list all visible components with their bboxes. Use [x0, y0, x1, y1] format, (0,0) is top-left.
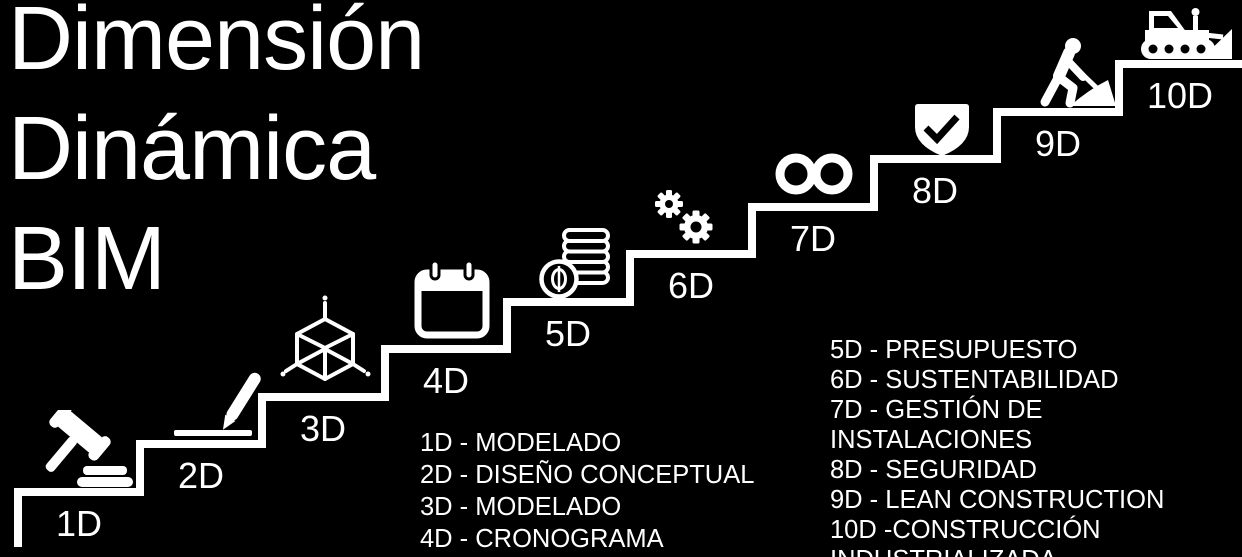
step-label-7d: 7D [789, 218, 837, 259]
legend-item-2d: 2D - DISEÑO CONCEPTUAL [420, 461, 755, 489]
legend-right-column: 5D - PRESUPUESTO 6D - SUSTENTABILIDAD 7D… [830, 335, 1242, 557]
step-label-9d: 9D [1034, 123, 1082, 164]
title-line-2: Dinámica [8, 99, 376, 199]
pencil-icon [174, 372, 261, 436]
gears-icon [655, 190, 713, 244]
page-title: Dimensión Dinámica BIM [8, 0, 425, 314]
step-icon-3 [278, 293, 373, 393]
construction-worker-icon [1040, 38, 1116, 108]
legend-item-8d: 8D - SEGURIDAD [830, 456, 1037, 484]
gavel-icon [45, 410, 133, 487]
step-icon-8 [910, 101, 974, 159]
step-label-10d: 10D [1146, 75, 1214, 116]
legend-item-10d: 10D -CONSTRUCCIÓN INDUSTRIALIZADA [830, 516, 1101, 557]
legend-left-column: 1D - MODELADO 2D - DISEÑO CONCEPTUAL 3D … [420, 427, 810, 555]
legend-item-5d: 5D - PRESUPUESTO [830, 336, 1078, 364]
step-label-8d: 8D [911, 170, 959, 211]
step-icon-1 [25, 410, 140, 488]
step-label-6d: 6D [667, 265, 715, 306]
step-label-2d: 2D [177, 455, 225, 496]
bulldozer-icon [1141, 8, 1232, 59]
legend-item-6d: 6D - SUSTENTABILIDAD [830, 366, 1119, 394]
legend-item-3d: 3D - MODELADO [420, 493, 622, 521]
step-icon-5 [538, 226, 618, 300]
step-icon-2 [172, 352, 272, 440]
step-icon-10 [1135, 3, 1235, 63]
legend-item-7d: 7D - GESTIÓN DE INSTALACIONES [830, 396, 1043, 454]
calendar-icon [414, 259, 490, 339]
step-icon-7 [770, 146, 866, 202]
step-label-1d: 1D [55, 503, 103, 544]
step-label-3d: 3D [299, 408, 347, 449]
step-icon-4 [412, 257, 492, 343]
legend-item-1d: 1D - MODELADO [420, 429, 622, 457]
step-icon-9 [1020, 36, 1118, 110]
coins-icon [539, 228, 610, 299]
legend-item-4d: 4D - CRONOGRAMA [420, 525, 664, 553]
legend-item-9d: 9D - LEAN CONSTRUCTION [830, 486, 1165, 514]
title-line-3: BIM [8, 209, 166, 309]
infinity-icon [775, 153, 853, 195]
shield-check-icon [915, 104, 969, 156]
cube-3d-icon [280, 295, 371, 381]
step-label-5d: 5D [544, 313, 592, 354]
title-line-1: Dimensión [8, 0, 425, 89]
step-icon-6 [645, 185, 725, 251]
step-label-4d: 4D [422, 360, 470, 401]
